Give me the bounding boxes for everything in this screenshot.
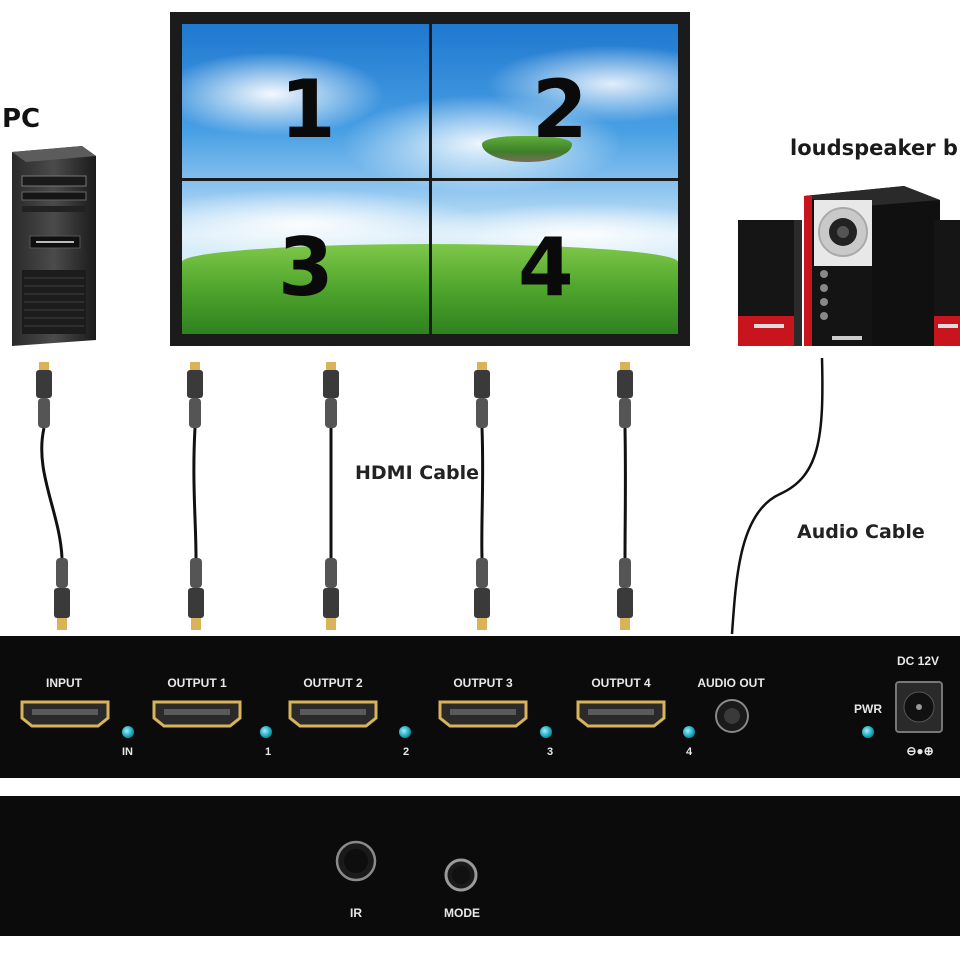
led-4-label: 4 [686,746,693,758]
pwr-label: PWR [854,702,882,716]
led-3 [540,726,552,738]
hdmi-port-output-3[interactable] [438,700,528,728]
mode-button[interactable] [444,858,478,892]
input-port-label: INPUT [46,676,82,690]
speaker-label: loudspeaker b [790,136,958,160]
polarity-symbol: ⊖●⊕ [906,744,934,758]
speaker-image [734,176,960,354]
hdmi-cable-output-3 [457,362,507,632]
dc-12v-label: DC 12V [896,654,940,668]
audio-out-label: AUDIO OUT [697,676,765,690]
screen-4-number: 4 [518,221,574,314]
screen-3-number: 3 [278,221,334,314]
front-panel: IR MODE [0,796,960,936]
led-1-label: 1 [265,746,272,758]
screen-1-number: 1 [280,63,336,156]
hdmi-port-input[interactable] [20,700,110,728]
led-1 [260,726,272,738]
ir-receiver [335,840,377,882]
led-2-label: 2 [403,746,410,758]
led-4 [683,726,695,738]
led-power [862,726,874,738]
dc-power-jack[interactable] [894,680,944,734]
led-in-label: IN [122,746,133,758]
hdmi-port-output-2[interactable] [288,700,378,728]
wall-divider-horizontal [182,178,678,181]
output-2-port-label: OUTPUT 2 [303,676,363,690]
screen-2-number: 2 [532,63,588,156]
hdmi-port-output-4[interactable] [576,700,666,728]
hdmi-cable-output-2 [306,362,356,632]
mode-label: MODE [444,906,480,920]
output-4-port-label: OUTPUT 4 [591,676,651,690]
output-3-port-label: OUTPUT 3 [453,676,513,690]
ir-label: IR [350,906,362,920]
rear-panel: INPUT OUTPUT 1 OUTPUT 2 OUTPUT 3 OUTPUT … [0,636,960,778]
hdmi-cable-output-1 [170,362,220,632]
hdmi-cable-input [20,362,70,632]
audio-cable-label: Audio Cable [797,521,925,543]
pc-tower-image [0,140,100,350]
video-wall: 1 2 3 4 [170,12,690,346]
hdmi-cable-label: HDMI Cable [355,462,480,484]
hdmi-port-output-1[interactable] [152,700,242,728]
pc-label: PC [2,104,41,134]
audio-cable [720,356,830,636]
led-2 [399,726,411,738]
output-1-port-label: OUTPUT 1 [167,676,227,690]
audio-out-jack[interactable] [714,698,750,734]
led-3-label: 3 [547,746,554,758]
hdmi-cable-output-4 [600,362,650,632]
led-in [122,726,134,738]
